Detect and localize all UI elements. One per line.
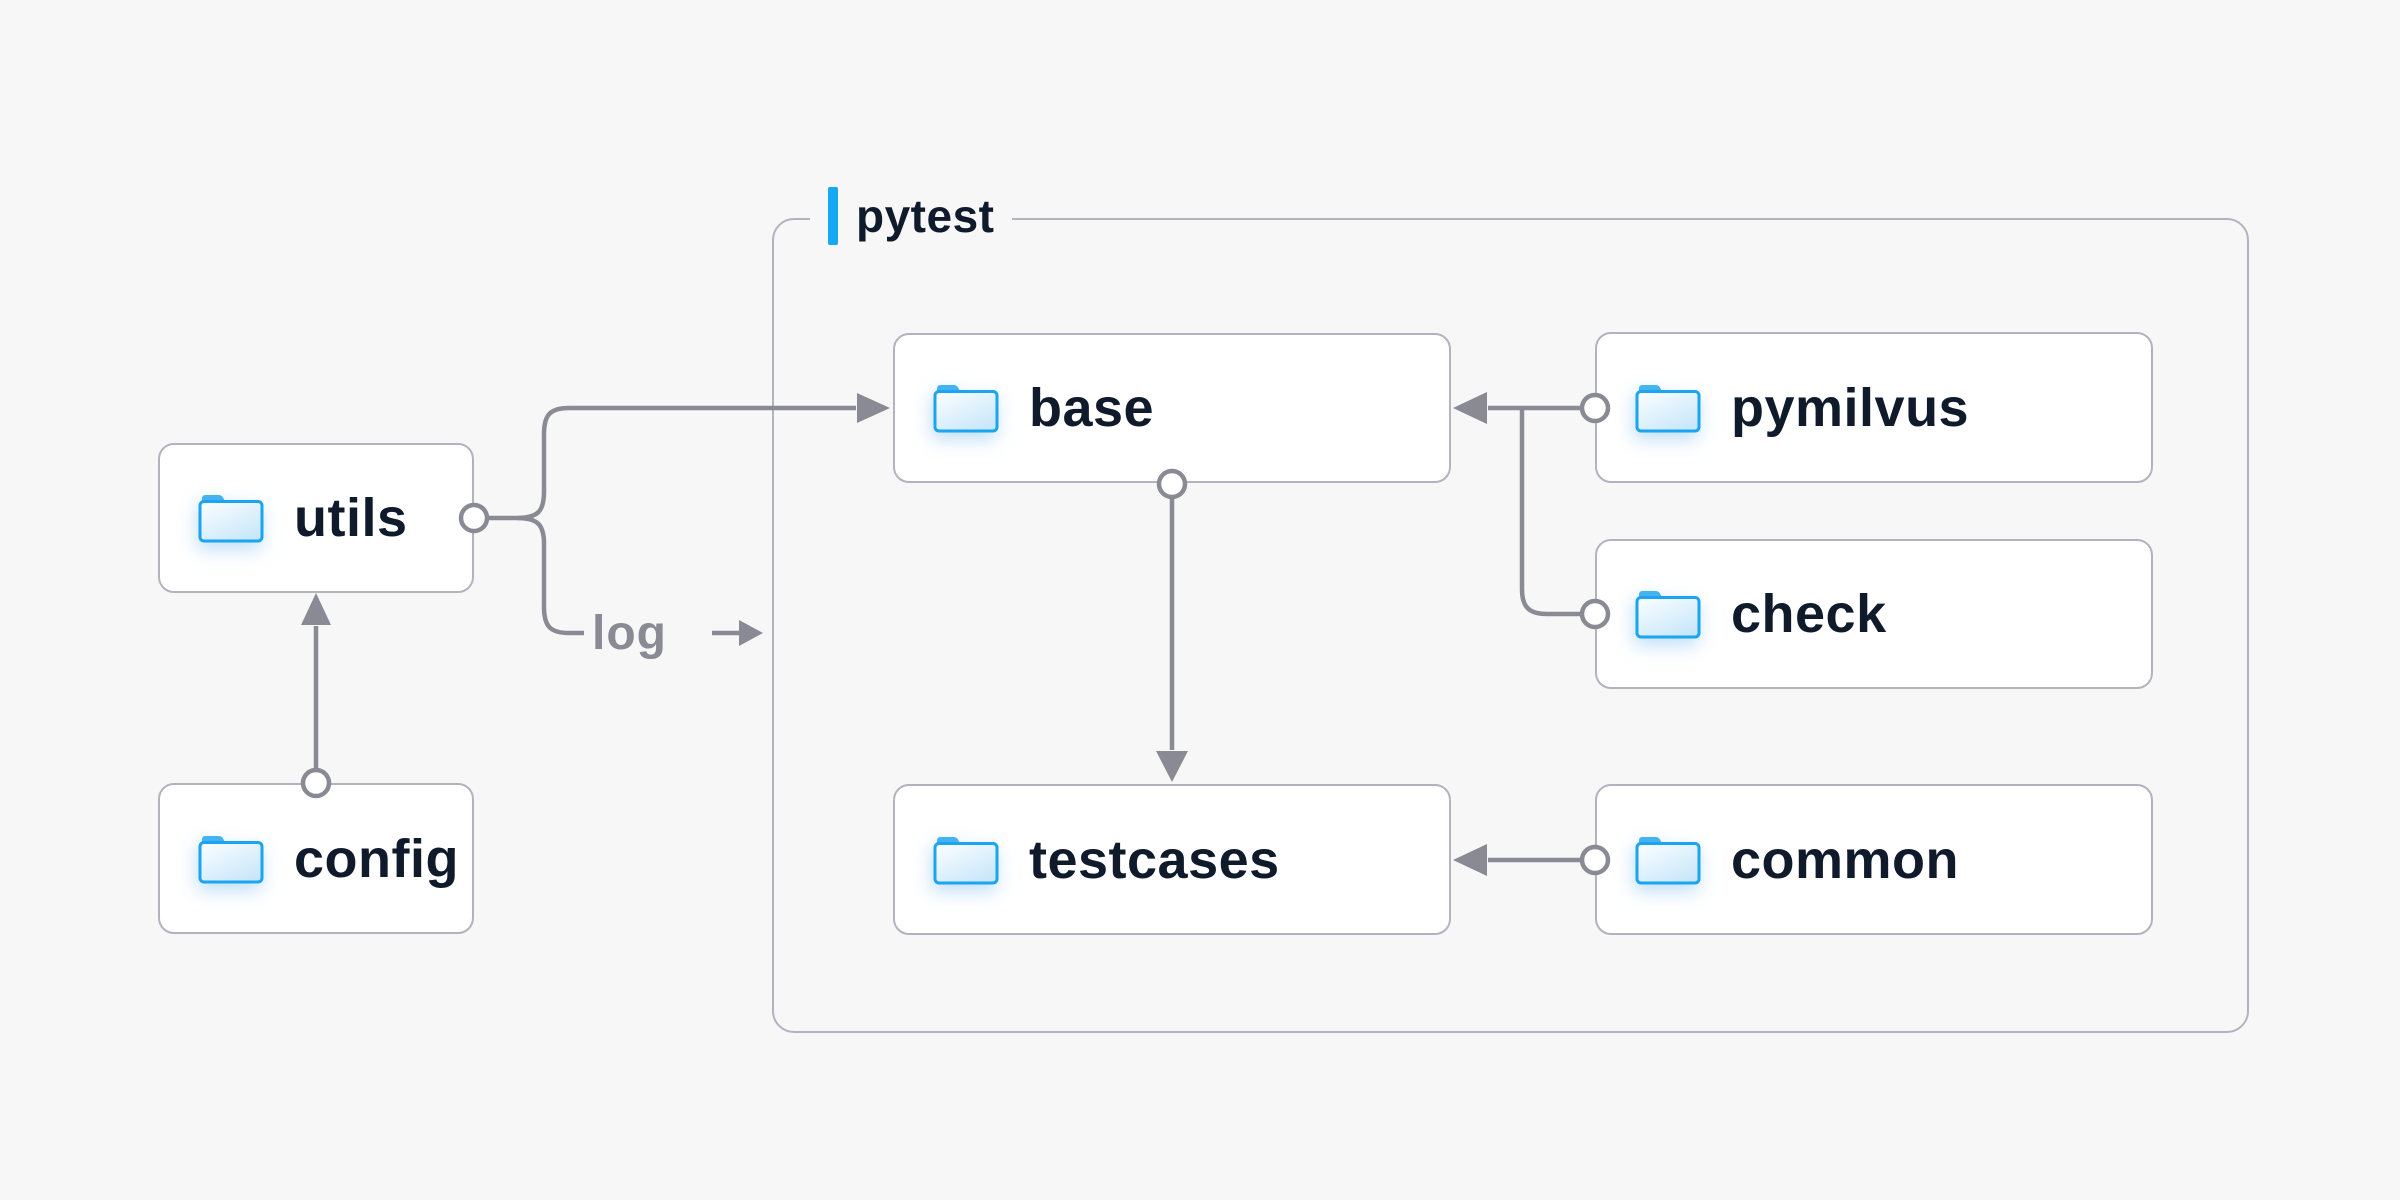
folder-icon [933, 385, 999, 433]
log-edge-label: log [592, 606, 667, 660]
folder-icon [1635, 836, 1701, 884]
node-label: config [294, 828, 459, 889]
folder-icon [198, 835, 264, 883]
node-common: common [1595, 784, 2153, 935]
folder-icon [933, 836, 999, 884]
node-check: check [1595, 539, 2153, 689]
edge-config-utils [301, 593, 331, 768]
pytest-group-box [772, 218, 2249, 1033]
node-label: base [1029, 378, 1155, 438]
log-arrow-icon [739, 620, 763, 646]
node-base: base [893, 333, 1451, 483]
pytest-group-label: pytest [810, 184, 1013, 248]
node-label: pymilvus [1731, 377, 1970, 438]
node-config: config [158, 783, 474, 934]
node-label: common [1731, 829, 1960, 890]
pytest-group-title: pytest [856, 190, 995, 242]
folder-icon [198, 495, 264, 543]
accent-bar [828, 187, 838, 245]
node-label: check [1731, 584, 1887, 644]
folder-icon [1635, 591, 1701, 639]
node-label: testcases [1029, 829, 1280, 890]
node-pymilvus: pymilvus [1595, 332, 2153, 483]
node-label: utils [294, 488, 408, 548]
node-utils: utils [158, 443, 474, 593]
node-testcases: testcases [893, 784, 1451, 935]
folder-icon [1635, 384, 1701, 432]
